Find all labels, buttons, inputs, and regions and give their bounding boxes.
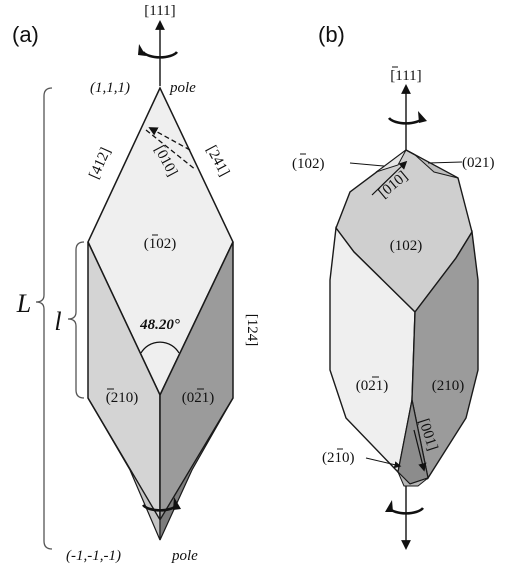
face-label-bottom-b: (210) (322, 450, 355, 466)
rotation-arrow-bottom-a-head (173, 497, 181, 510)
pole-top-label: (1,1,1) (90, 80, 130, 96)
angle-label: 48.20° (139, 317, 180, 333)
face-bottom-right-a (159, 397, 234, 541)
pole-top-word: pole (169, 80, 196, 96)
angle-arc-a (140, 341, 180, 354)
rotation-arrow-bottom-b-head (385, 500, 393, 512)
panel-b: (b) [111] (102) (021) [010] (10 (292, 22, 495, 550)
panel-b-label: (b) (318, 22, 345, 47)
bracket-l (67, 241, 85, 399)
face-tip-b (397, 471, 429, 487)
face-label-small-right-b: (021) (462, 155, 495, 171)
dashed-edge-a (145, 129, 197, 171)
panel-a-label: (a) (12, 22, 39, 47)
face-label-small-left-b: (102) (292, 156, 325, 172)
bracket-L (35, 87, 53, 550)
axis-label-top-b: [111] (390, 68, 421, 84)
pole-bottom-label: (-1,-1,-1) (66, 548, 121, 564)
face-label-right-a: (021) (182, 390, 215, 406)
rotation-arrow-top-a (141, 51, 179, 59)
edge-label-412: [412] (86, 145, 114, 181)
edge-label-124: [124] (244, 314, 260, 347)
leader-small-left-b (349, 162, 385, 167)
dimension-L: L (16, 289, 31, 318)
pole-bottom-word: pole (171, 548, 198, 564)
panel-a: (a) [111] (1,1,1) pole [412] [010] [241]… (12, 3, 260, 564)
rotation-arrow-top-a-head (138, 44, 146, 56)
face-label-top-a: (102) (144, 236, 177, 252)
leader-bottom-b (365, 457, 402, 469)
face-label-left-a: (210) (106, 390, 139, 406)
rotation-arrow-top-b-head (418, 111, 427, 123)
axis-label-top-a: [111] (144, 3, 175, 19)
edge-arrow-001-b (413, 429, 427, 472)
edge-label-241: [241] (203, 143, 232, 179)
face-label-right-b: (210) (432, 378, 465, 394)
face-small-right-b (405, 149, 459, 179)
face-label-left-b: (021) (356, 378, 389, 394)
face-label-main-b: (102) (390, 238, 423, 254)
leader-small-right-b (427, 161, 463, 164)
edge-arrow-010-b (371, 160, 408, 196)
dimension-l: l (54, 307, 61, 336)
